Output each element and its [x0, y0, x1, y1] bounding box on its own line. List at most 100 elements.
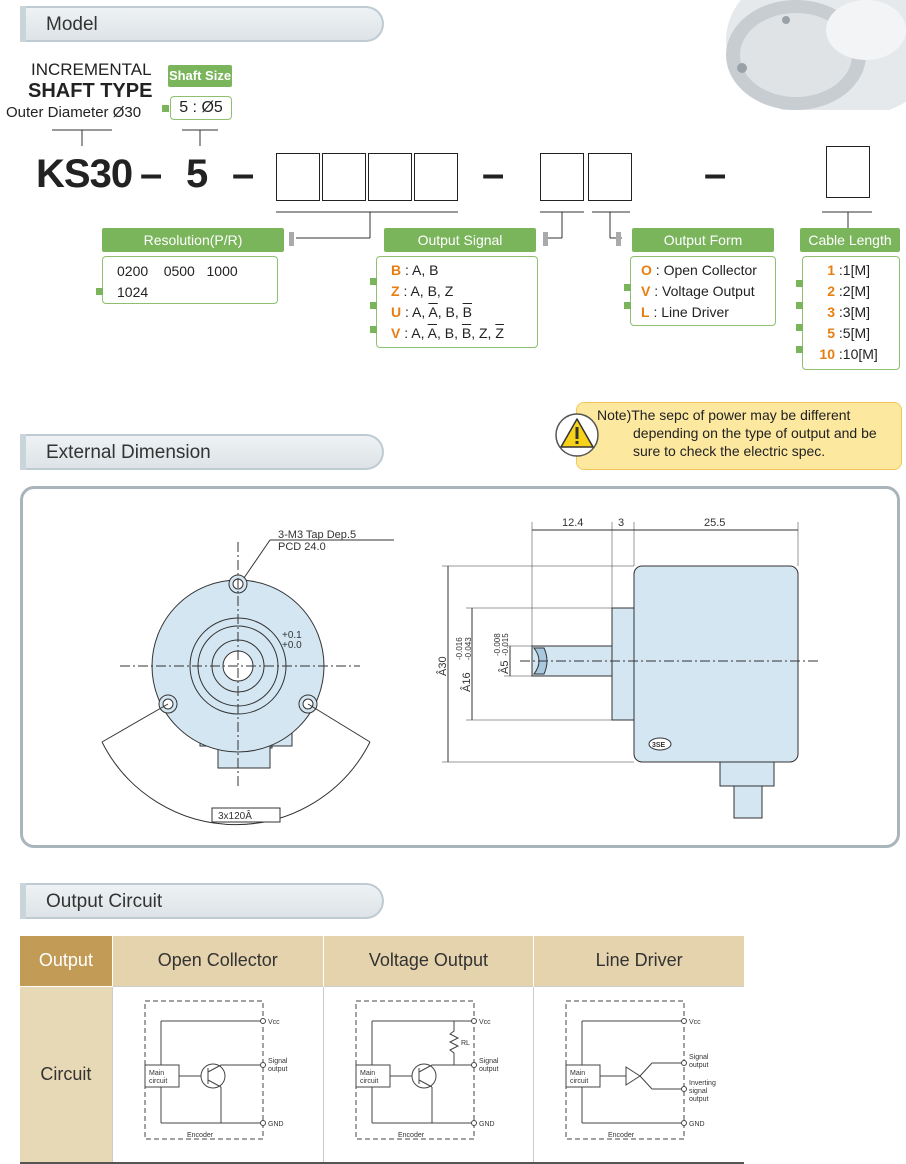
cable-length-header: Cable Length: [800, 228, 900, 252]
resolution-dot: [96, 288, 103, 295]
circuit-label: circuit: [149, 1078, 167, 1085]
output-signal-dot: [370, 302, 377, 309]
model-code-dash4: –: [704, 152, 727, 196]
tap-label: 3-M3 Tap Dep.5: [278, 529, 356, 541]
signal-label: Signal: [479, 1058, 499, 1065]
output-form-item: O : Open Collector: [641, 262, 757, 278]
section-circuit-header: Output Circuit: [20, 883, 384, 919]
d5-tol-lower: -0.015: [501, 633, 510, 656]
tol-upper: +0.1: [282, 630, 302, 641]
output-signal-slot: [540, 153, 584, 201]
section-dimension-header: External Dimension: [20, 434, 384, 470]
rl-label: RL: [461, 1040, 470, 1047]
output-signal-item: B : A, B: [391, 262, 439, 278]
gnd-label: GND: [268, 1121, 284, 1128]
output-form-header: Output Form: [632, 228, 774, 252]
badge-text: 3SE: [652, 742, 666, 749]
inverting-output-label: output: [689, 1096, 709, 1103]
vcc-label: Vcc: [479, 1019, 491, 1026]
output-label: output: [479, 1066, 499, 1073]
dimension-drawing: 3-M3 Tap Dep.5 PCD 24.0 +0.1 +0.0 3x120Â…: [101, 517, 820, 826]
len1-label: 12.4: [562, 517, 583, 529]
output-form-bar: [616, 232, 621, 246]
side-view: [442, 522, 820, 819]
output-signal-item: U : A, A, B, B: [391, 304, 472, 320]
circuit-label: circuit: [570, 1078, 588, 1085]
output-form-dot: [624, 302, 631, 309]
cable-length-dot: [796, 324, 803, 331]
d5-label: Â5: [498, 661, 511, 674]
d16-tol-lower: -0.043: [464, 637, 473, 660]
model-code-dash3: –: [482, 152, 505, 196]
output-signal-bar: [543, 232, 548, 246]
output-signal-dot: [370, 278, 377, 285]
encoder-label: Encoder: [398, 1132, 425, 1139]
resolution-slot-2: [322, 153, 366, 201]
cable-length-item: 3 :3[M]: [827, 304, 871, 320]
vcc-label: Vcc: [268, 1019, 280, 1026]
circuit-voltage-output: RL Vcc Signal output GND Main circuit En…: [322, 985, 534, 1164]
type-line1: INCREMENTAL: [31, 60, 152, 79]
model-code-dash2: –: [232, 152, 255, 196]
main-label: Main: [570, 1070, 585, 1077]
d5-tol-upper: -0.008: [493, 633, 502, 656]
cable-length-item: 10 :10[M]: [819, 346, 878, 362]
note-line1: Note)The sepc of power may be different: [597, 406, 901, 424]
inverting-signal-label: signal: [689, 1088, 708, 1095]
front-view: [101, 539, 394, 826]
col-head: Voltage Output: [322, 936, 534, 986]
resolution-slot-1: [276, 153, 320, 201]
len3-label: 25.5: [704, 517, 725, 529]
cable-length-dot: [796, 302, 803, 309]
angle-label: 3x120Â: [218, 809, 252, 822]
output-signal-item: Z : A, B, Z: [391, 283, 454, 299]
line-driver-diagram: Vcc Signal output Inverting signal outpu…: [565, 1000, 716, 1139]
model-code-prefix: KS30: [36, 152, 133, 196]
d16-label: Â16: [460, 672, 473, 692]
main-label: Main: [149, 1070, 164, 1077]
col-head: Line Driver: [533, 936, 744, 986]
output-form-dot: [624, 284, 631, 291]
output-signal-item: V : A, A, B, B, Z, Z: [391, 325, 504, 341]
note-line3: sure to check the electric spec.: [633, 443, 826, 459]
gnd-label: GND: [689, 1121, 705, 1128]
output-signal-dot: [370, 326, 377, 333]
resolution-slot-4: [414, 153, 458, 201]
type-line2: SHAFT TYPE: [28, 80, 153, 102]
resolution-header: Resolution(P/R): [102, 228, 284, 252]
resolution-line2: 1024: [117, 284, 149, 300]
note-text1: The sepc of power may be different: [631, 407, 851, 423]
outer-diameter: Outer Diameter Ø30: [6, 104, 142, 121]
shaft-size-box: 5 : Ø5: [170, 96, 232, 120]
model-connectors: [52, 129, 872, 239]
output-label: output: [268, 1066, 288, 1073]
circuit-label: circuit: [360, 1078, 378, 1085]
output-form-slot: [588, 153, 632, 201]
resolution-slot-3: [368, 153, 412, 201]
gnd-label: GND: [479, 1121, 495, 1128]
model-code-dash1: –: [140, 152, 163, 196]
section-model-header: Model: [20, 6, 384, 42]
section-title: Model: [46, 14, 98, 35]
circuit-table: Output Open Collector Voltage Output Lin…: [20, 936, 744, 1164]
signal-label: Signal: [268, 1058, 288, 1065]
cable-length-item: 5 :5[M]: [827, 325, 871, 341]
cable-length-slot: [826, 146, 870, 198]
col-head: Open Collector: [111, 936, 324, 986]
signal-label: Signal: [689, 1054, 709, 1061]
d30-label: Â30: [436, 656, 449, 676]
cable-length-dot: [796, 346, 803, 353]
cable-length-item: 1 :1[M]: [827, 262, 871, 278]
resolution-box: 0200 0500 1000 1024: [102, 256, 278, 304]
col-output-head: Output: [20, 936, 113, 986]
len2-label: 3: [618, 517, 624, 529]
output-signal-header: Output Signal: [384, 228, 536, 252]
encoder-label: Encoder: [608, 1132, 635, 1139]
shaft-size-label: Shaft Size: [168, 65, 232, 87]
resolution-line1: 0200 0500 1000: [117, 263, 238, 279]
open-collector-diagram: Vcc Signal output GND Main circuit Encod…: [144, 1000, 288, 1139]
shaft-size-value: 5 : Ø5: [179, 99, 223, 116]
pcd-label: PCD 24.0: [278, 541, 326, 553]
output-signal-box: B : A, B Z : A, B, Z U : A, A, B, B V : …: [376, 256, 538, 348]
output-form-box: O : Open Collector V : Voltage Output L …: [630, 256, 776, 326]
